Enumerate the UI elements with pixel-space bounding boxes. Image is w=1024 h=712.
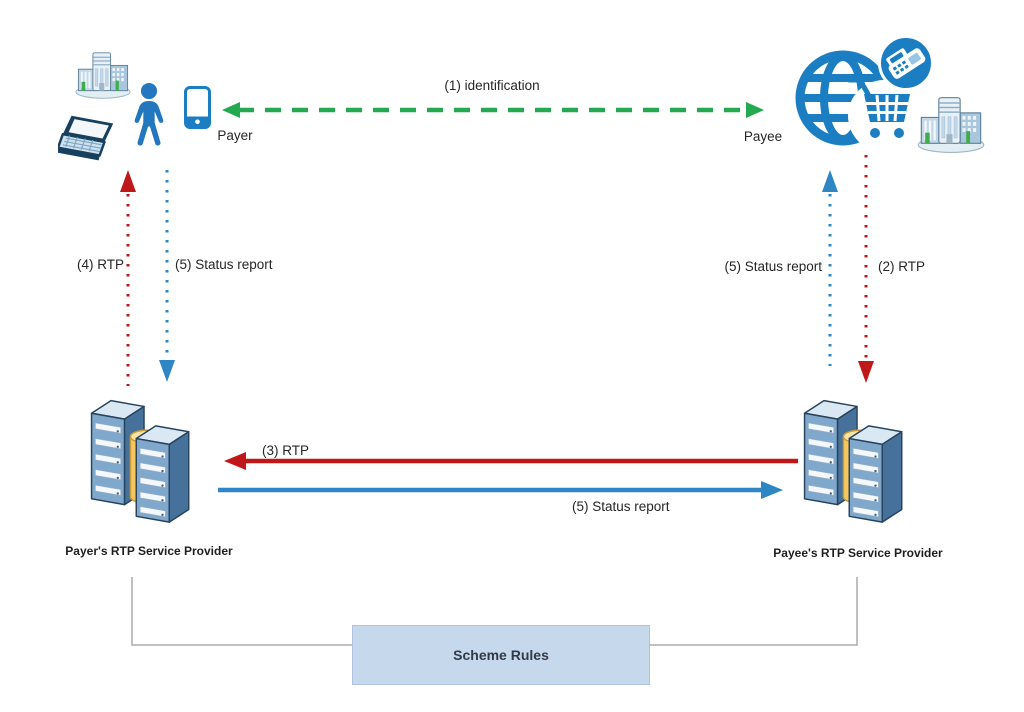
scheme-rules-label: Scheme Rules bbox=[453, 647, 549, 663]
office-building-icon bbox=[75, 52, 131, 99]
person-icon bbox=[134, 82, 164, 146]
payee-label: Payee bbox=[743, 129, 783, 144]
flow-rtp3-label: (3) RTP bbox=[262, 443, 310, 458]
payee-provider-label: Payee's RTP Service Provider bbox=[773, 546, 943, 560]
laptop-icon bbox=[58, 115, 114, 161]
server-stack-icon bbox=[803, 399, 903, 523]
flow-rtp3-arrow bbox=[224, 452, 798, 470]
flow-identification-label: (1) identification bbox=[444, 78, 540, 93]
smartphone-icon bbox=[184, 86, 211, 129]
server-stack-icon bbox=[90, 399, 190, 523]
flow-status-right-arrow bbox=[822, 170, 838, 366]
shopping-cart-icon bbox=[846, 74, 918, 138]
flow-rtp4-label: (4) RTP bbox=[76, 257, 124, 272]
office-building-icon bbox=[917, 97, 985, 154]
flow-status-bottom-label: (5) Status report bbox=[572, 499, 670, 514]
payer-label: Payer bbox=[217, 128, 253, 143]
flow-identification-arrow bbox=[222, 102, 764, 118]
flow-status-right-label: (5) Status report bbox=[724, 259, 822, 274]
payer-provider-label: Payer's RTP Service Provider bbox=[65, 544, 233, 558]
flow-rtp2-label: (2) RTP bbox=[878, 259, 926, 274]
flow-status-left-label: (5) Status report bbox=[175, 257, 273, 272]
globe-shopping-cart-icon bbox=[795, 36, 934, 152]
pos-terminal-icon bbox=[878, 36, 934, 91]
flow-rtp4-arrow bbox=[120, 170, 136, 386]
flow-status-bottom-arrow bbox=[218, 481, 783, 499]
scheme-rules-box: Scheme Rules bbox=[352, 625, 650, 685]
flow-status-left-arrow bbox=[159, 170, 175, 382]
flow-rtp2-arrow bbox=[858, 155, 874, 383]
